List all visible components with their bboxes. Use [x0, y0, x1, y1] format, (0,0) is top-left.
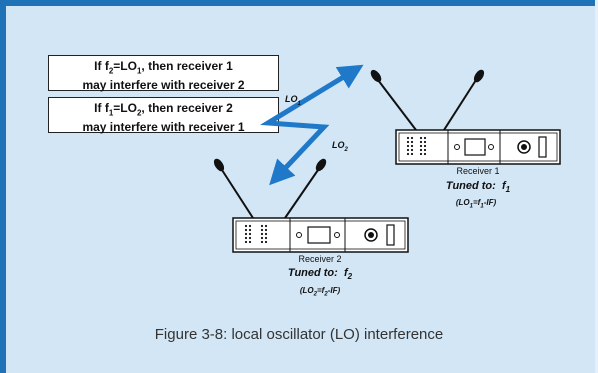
receiver-1-unit [395, 129, 561, 165]
receiver-1-name: Receiver 1 [456, 166, 500, 176]
callout-box-2: If f1=LO2, then receiver 2 may interfere… [48, 97, 279, 135]
receiver-2-name: Receiver 2 [298, 254, 342, 264]
right-edge [595, 0, 598, 373]
callout-2-line1: If f1=LO2, then receiver 2 [94, 101, 233, 118]
lo-interference-signal [260, 64, 364, 186]
figure-caption: Figure 3-8: local oscillator (LO) interf… [154, 326, 444, 343]
callout-1-line1: If f2=LO1, then receiver 1 [94, 59, 233, 76]
callout-1-line2: may interfere with receiver 2 [82, 78, 245, 93]
receiver-1-antennas [370, 69, 485, 131]
receiver-1-tuned: Tuned to: f1 [445, 180, 511, 195]
receiver-2-unit [232, 217, 409, 253]
receiver-1-formula: (LO1=f1-IF) [455, 198, 497, 210]
receiver-2-tuned: Tuned to: f2 [287, 267, 353, 282]
callout-2-line2: may interfere with receiver 1 [82, 120, 245, 135]
left-border [0, 0, 6, 373]
callout-box-1: If f2=LO1, then receiver 1 may interfere… [48, 55, 279, 93]
receiver-2-formula: (LO2=f2-IF) [299, 286, 341, 298]
receiver-2-antennas [213, 158, 327, 219]
lo2-label: LO2 [332, 140, 348, 153]
lo1-label: LO1 [285, 94, 301, 107]
top-border [0, 0, 598, 6]
